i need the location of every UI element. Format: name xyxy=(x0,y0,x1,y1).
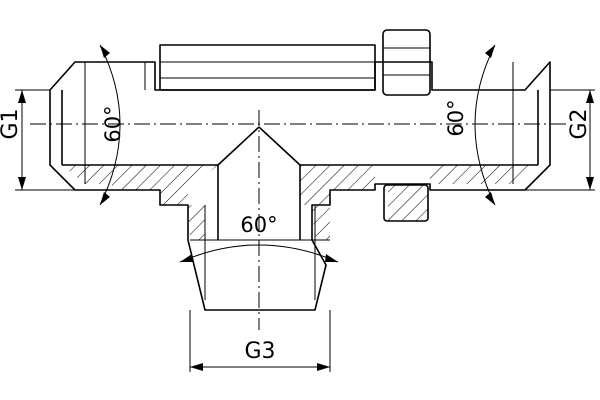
hatch-stem-right xyxy=(312,205,330,240)
angle-left-arc xyxy=(99,44,121,206)
angle-left: 60° xyxy=(99,44,125,206)
locknut-section xyxy=(383,184,429,222)
hex-flat xyxy=(159,44,376,91)
hatch-left-wall xyxy=(62,165,112,184)
dimension-g1: G1 xyxy=(0,89,75,191)
cone-right xyxy=(258,126,301,166)
g1-arrow-top xyxy=(18,90,26,103)
angle-left-label: 60° xyxy=(101,105,125,142)
angle-bottom-arrow-right xyxy=(325,254,338,262)
angle-bottom-arc xyxy=(179,244,339,263)
angle-bottom-arrow-left xyxy=(180,254,193,262)
angle-bottom-label: 60° xyxy=(240,213,277,237)
hex-body xyxy=(159,44,376,91)
g3-label: G3 xyxy=(244,339,275,364)
dimension-g3: G3 xyxy=(189,310,331,372)
section-hatching xyxy=(62,165,538,240)
g2-arrow-bottom xyxy=(586,177,594,190)
angle-left-arrow-top xyxy=(100,45,110,58)
angle-bottom: 60° xyxy=(179,213,339,263)
g3-arrow-left xyxy=(190,363,203,371)
hatch-right-body xyxy=(300,165,375,205)
angle-left-arrow-bottom xyxy=(100,192,110,205)
hatch-nut-section xyxy=(388,185,428,221)
dimension-g2: G2 xyxy=(525,89,595,191)
cone-left xyxy=(217,126,260,166)
hatch-right-wall xyxy=(430,165,538,184)
angle-right-arrow-top xyxy=(485,45,495,58)
g1-label: G1 xyxy=(0,108,23,139)
g2-label: G2 xyxy=(567,108,592,139)
angle-right-arrow-bottom xyxy=(485,192,495,205)
locknut-body xyxy=(382,29,431,96)
angle-right-arc xyxy=(474,44,496,206)
g1-arrow-bottom xyxy=(18,177,26,190)
locknut xyxy=(382,29,431,222)
g3-arrow-right xyxy=(317,363,330,371)
angle-right: 60° xyxy=(444,44,496,206)
angle-right-label: 60° xyxy=(444,99,468,136)
hatch-left-body xyxy=(112,165,218,205)
hatch-stem-left xyxy=(188,205,205,240)
g2-arrow-top xyxy=(586,90,594,103)
